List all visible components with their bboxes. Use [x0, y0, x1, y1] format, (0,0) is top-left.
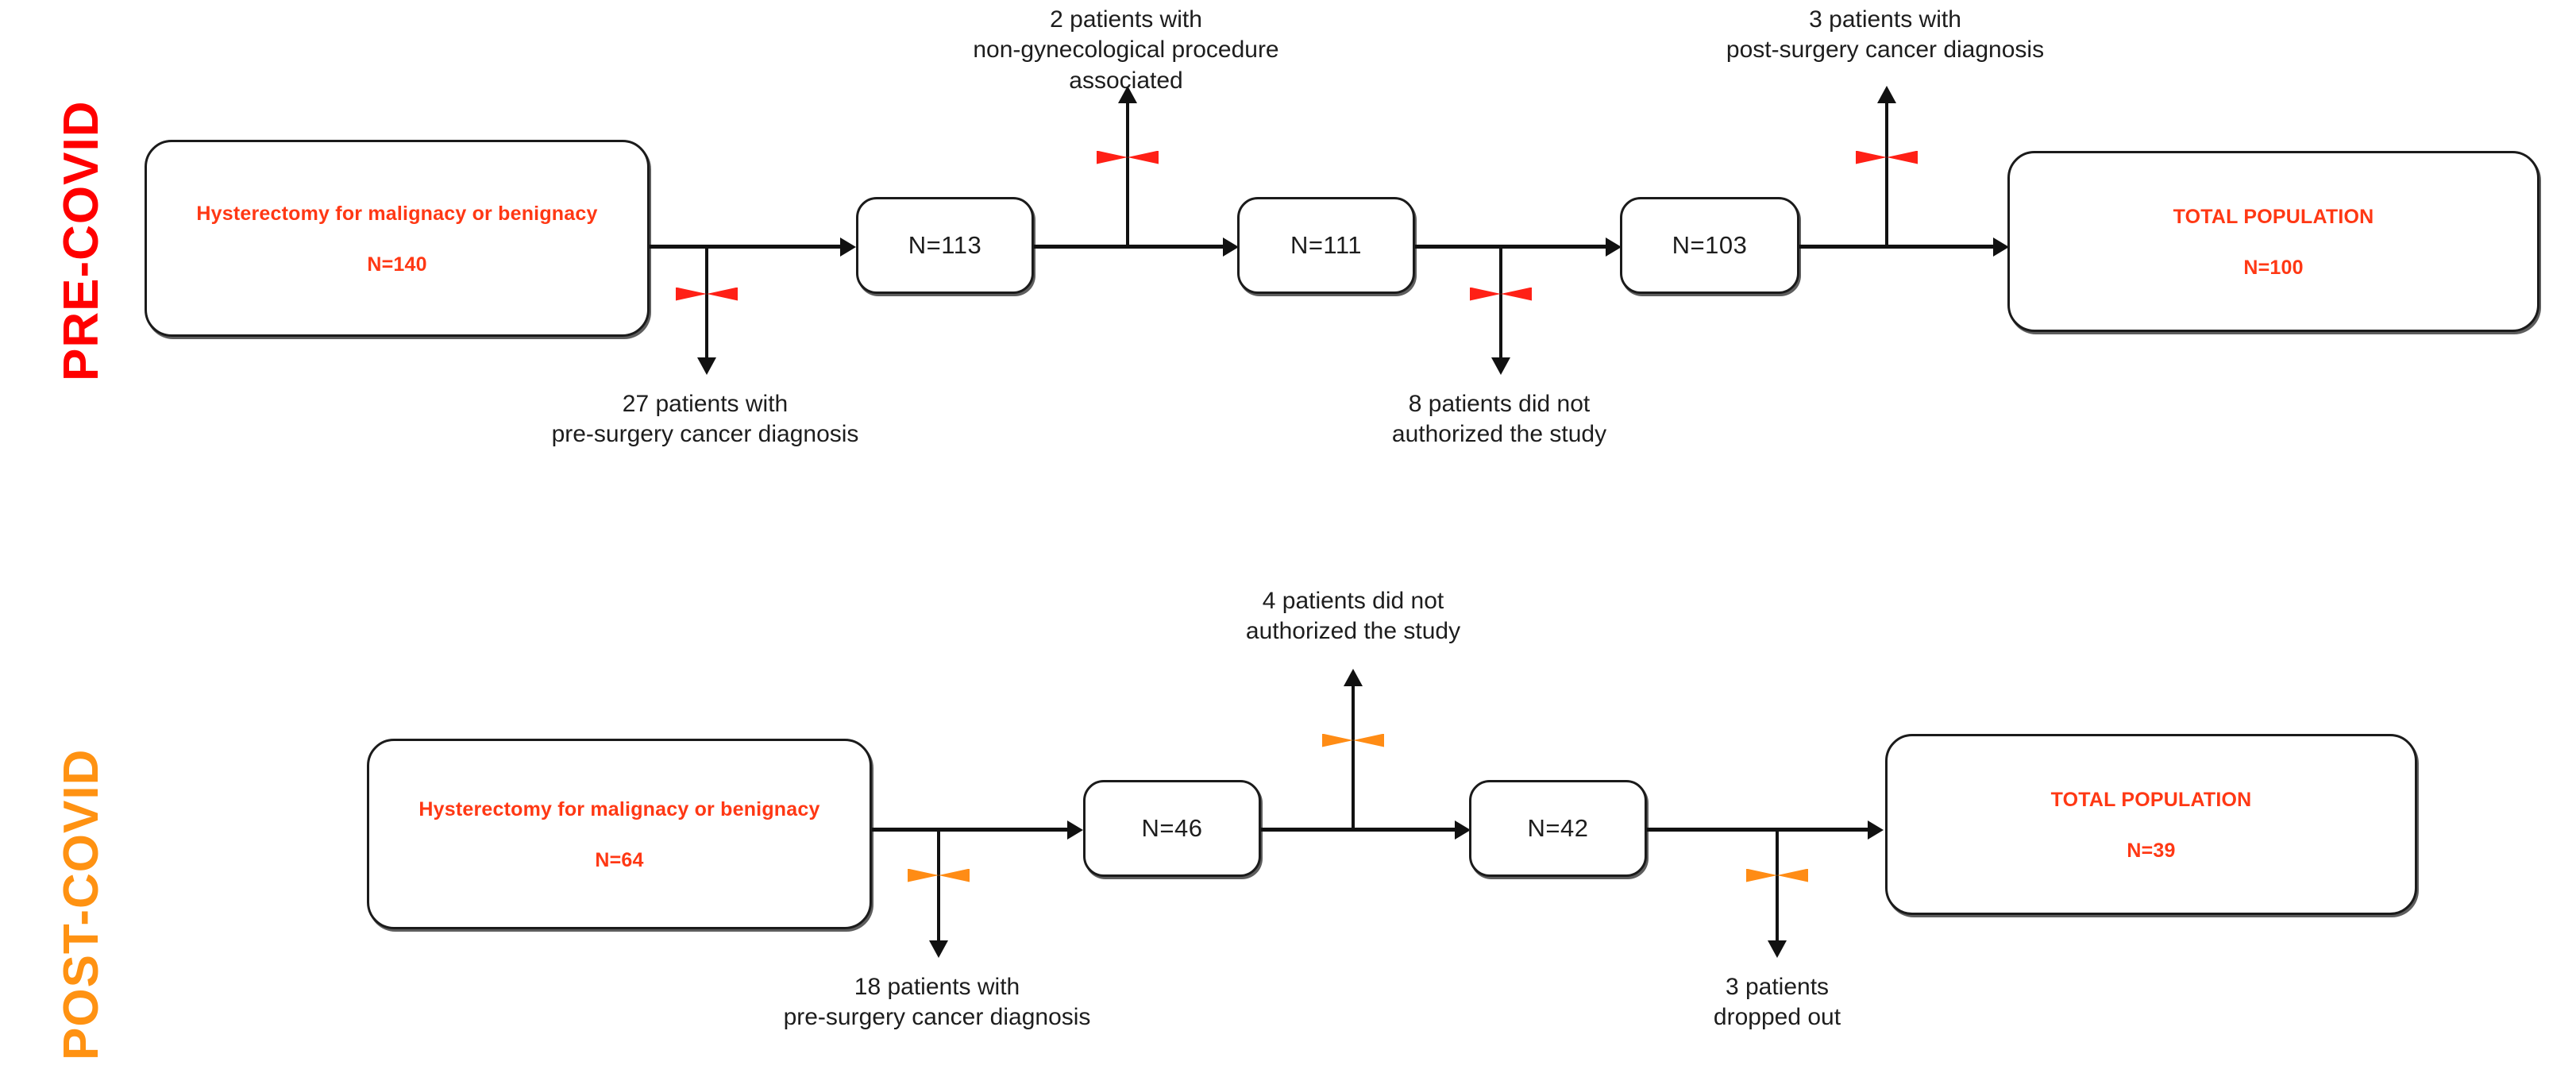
pre-exclusion-1-stem: [705, 245, 708, 362]
post-exclusion-2-stem: [1352, 685, 1355, 831]
post-covid-start-count: N=64: [595, 848, 644, 871]
pre-covid-step-1-count: N=113: [908, 231, 982, 259]
pre-exclusion-4-stem: [1885, 102, 1888, 248]
pre-exclusion-3-caption: 8 patients did not authorized the study: [1391, 391, 1607, 448]
pre-connector-4: [1799, 245, 1996, 249]
pre-exclusion-4-x-icon: [1856, 133, 1918, 181]
pre-exclusion-2-stem: [1126, 102, 1129, 248]
row-label-post-covid: POST-COVID: [54, 748, 109, 1060]
post-exclusion-3-stem: [1776, 828, 1779, 945]
pre-arrow-3: [1606, 237, 1622, 257]
post-covid-total-population-box: TOTAL POPULATION N=39: [1885, 734, 2417, 915]
pre-exclusion-2-caption: 2 patients with non-gynecological proced…: [973, 6, 1279, 94]
pre-exclusion-2-arrow: [1118, 86, 1137, 103]
pre-covid-total-population-box: TOTAL POPULATION N=100: [2007, 151, 2539, 332]
pre-covid-step-3-count: N=103: [1672, 231, 1748, 259]
pre-exclusion-4-caption: 3 patients with post-surgery cancer diag…: [1726, 6, 2045, 64]
post-exclusion-3-arrow: [1768, 940, 1787, 958]
pre-exclusion-2-x-icon: [1097, 133, 1159, 181]
post-connector-3: [1647, 828, 1871, 832]
pre-exclusion-1-arrow: [697, 357, 716, 375]
pre-exclusion-4-arrow: [1877, 86, 1896, 103]
post-connector-2: [1261, 828, 1456, 832]
post-arrow-3: [1868, 820, 1884, 840]
post-arrow-1: [1067, 820, 1083, 840]
post-covid-start-box: Hysterectomy for malignacy or benignacy …: [367, 739, 872, 929]
pre-exclusion-3-arrow: [1491, 357, 1510, 375]
post-covid-step-2-count: N=42: [1527, 814, 1589, 842]
pre-connector-1: [650, 245, 842, 249]
post-exclusion-2-x-icon: [1322, 716, 1384, 764]
post-connector-1: [872, 828, 1070, 832]
post-covid-total-count: N=39: [2127, 839, 2176, 862]
pre-exclusion-3-x-icon: [1470, 270, 1532, 318]
pre-covid-total-title: TOTAL POPULATION: [2173, 205, 2374, 228]
pre-connector-3: [1415, 245, 1607, 249]
pre-covid-step-3-box: N=103: [1620, 197, 1799, 294]
post-exclusion-1-caption: 18 patients with pre-surgery cancer diag…: [783, 974, 1091, 1031]
pre-connector-2: [1034, 245, 1224, 249]
post-covid-step-1-count: N=46: [1141, 814, 1203, 842]
row-label-pre-covid: PRE-COVID: [54, 100, 109, 381]
pre-arrow-4: [1993, 237, 2009, 257]
post-exclusion-2-arrow: [1344, 669, 1363, 686]
pre-covid-step-2-box: N=111: [1237, 197, 1415, 294]
pre-arrow-1: [840, 237, 856, 257]
post-covid-total-title: TOTAL POPULATION: [2050, 788, 2252, 811]
pre-exclusion-1-caption: 27 patients with pre-surgery cancer diag…: [551, 391, 859, 448]
post-covid-step-1-box: N=46: [1083, 780, 1261, 877]
pre-covid-start-box: Hysterectomy for malignacy or benignacy …: [145, 140, 650, 337]
post-covid-step-2-box: N=42: [1469, 780, 1647, 877]
pre-covid-step-2-count: N=111: [1290, 231, 1363, 259]
post-exclusion-3-caption: 3 patients dropped out: [1713, 974, 1841, 1031]
post-arrow-2: [1455, 820, 1471, 840]
pre-exclusion-1-x-icon: [676, 270, 738, 318]
post-exclusion-1-stem: [937, 828, 940, 945]
post-exclusion-3-x-icon: [1746, 851, 1808, 899]
pre-covid-step-1-box: N=113: [856, 197, 1034, 294]
post-exclusion-1-arrow: [929, 940, 948, 958]
pre-covid-start-count: N=140: [367, 253, 427, 276]
post-covid-start-title: Hysterectomy for malignacy or benignacy: [418, 797, 820, 820]
pre-covid-start-title: Hysterectomy for malignacy or benignacy: [196, 202, 598, 225]
pre-exclusion-3-stem: [1499, 245, 1502, 362]
pre-covid-total-count: N=100: [2243, 256, 2304, 279]
post-exclusion-2-caption: 4 patients did not authorized the study: [1245, 588, 1461, 645]
pre-arrow-2: [1223, 237, 1239, 257]
post-exclusion-1-x-icon: [908, 851, 970, 899]
